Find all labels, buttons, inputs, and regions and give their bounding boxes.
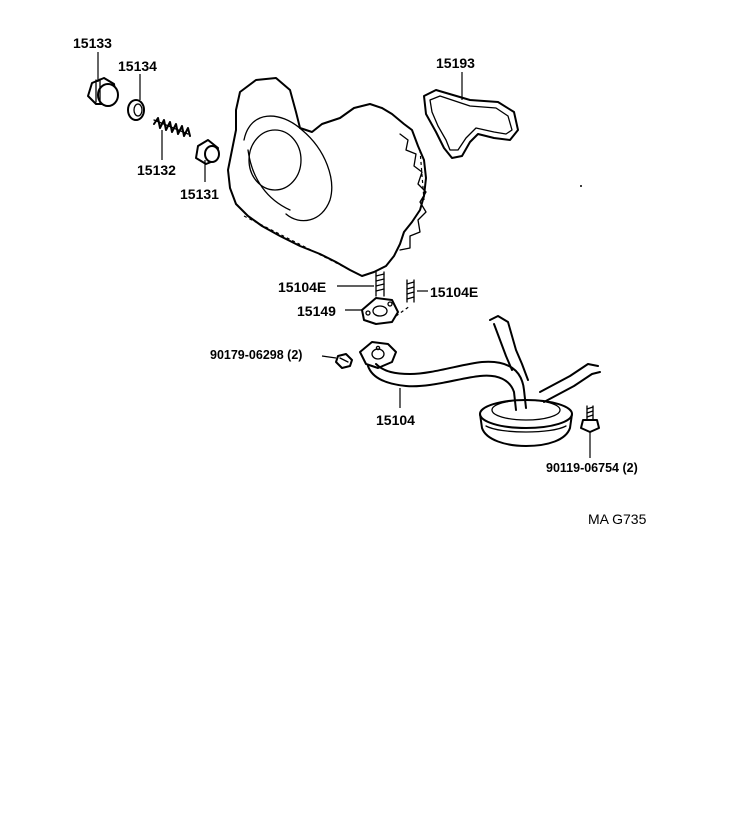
oil-strainer-15104-part[interactable] — [359, 315, 601, 447]
label-15104: 15104 — [376, 412, 415, 428]
spring-15132-part[interactable] — [153, 117, 191, 137]
label-90179-06298: 90179-06298 (2) — [210, 348, 302, 362]
label-15133: 15133 — [73, 35, 112, 51]
nut-90179-06298-part[interactable] — [335, 353, 353, 369]
label-15131: 15131 — [180, 186, 219, 202]
label-15149: 15149 — [297, 303, 336, 319]
stray-mark — [580, 185, 582, 187]
gasket-15149-part[interactable] — [361, 297, 411, 325]
label-15104E-left: 15104E — [278, 279, 326, 295]
relief-valve-15131-part[interactable] — [195, 139, 220, 165]
gasket-15193-part[interactable] — [423, 89, 519, 159]
oil-pump-housing — [227, 77, 427, 277]
plug-15133-part[interactable] — [87, 77, 119, 107]
label-15104E-right: 15104E — [430, 284, 478, 300]
stud-bolt-right-15104E-part[interactable] — [406, 279, 415, 303]
label-15132: 15132 — [137, 162, 176, 178]
label-15134: 15134 — [118, 58, 157, 74]
o-ring-15134-part[interactable] — [127, 99, 145, 121]
label-15193: 15193 — [436, 55, 475, 71]
bolt-90119-06754-part[interactable] — [580, 405, 600, 433]
label-90119-06754: 90119-06754 (2) — [546, 461, 638, 475]
leader-90179 — [321, 355, 337, 359]
stud-bolt-left-15104E-part[interactable] — [375, 271, 385, 297]
diagram-reference-code: MA G735 — [588, 511, 647, 527]
